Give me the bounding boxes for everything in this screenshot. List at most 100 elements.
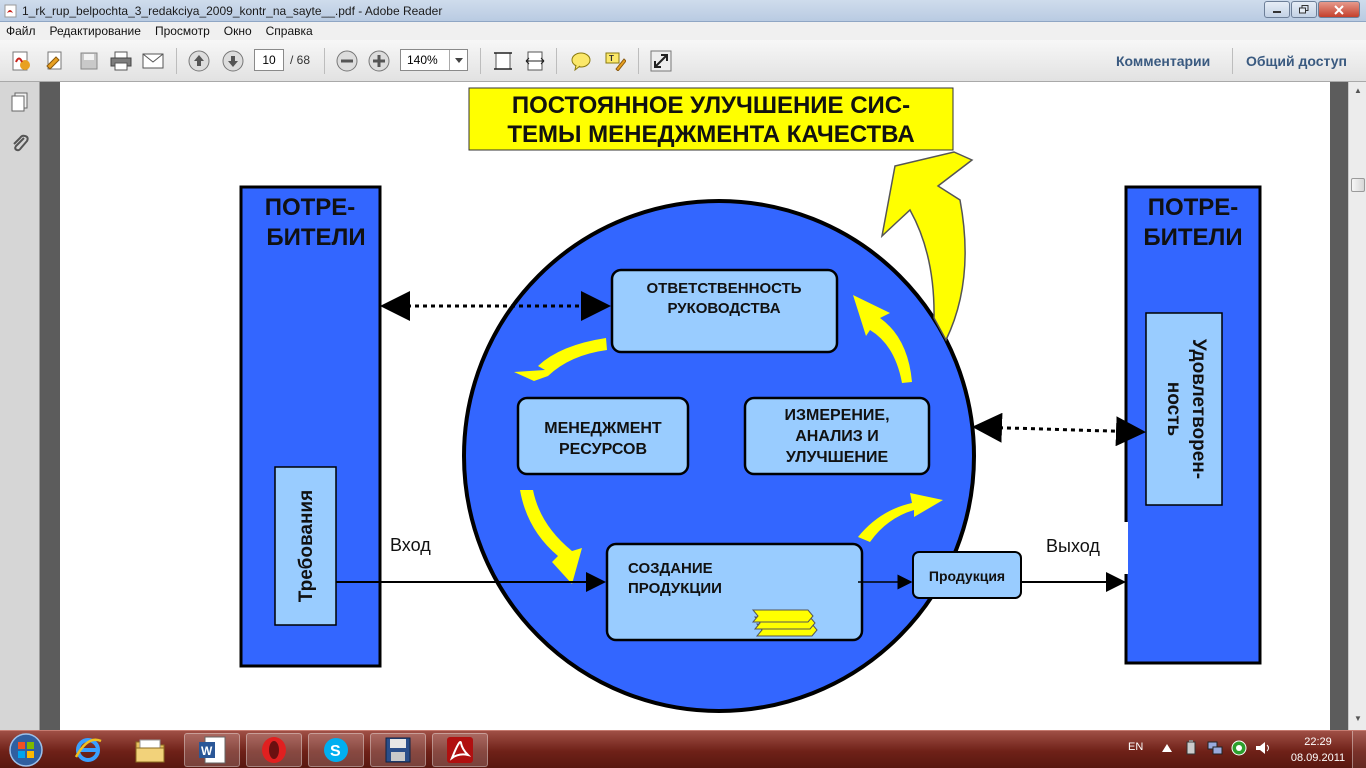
pdf-page: ПОСТОЯННОЕ УЛУЧШЕНИЕ СИС- ТЕМЫ МЕНЕДЖМЕН… — [60, 82, 1330, 730]
improvement-arrow — [880, 151, 974, 342]
satisfaction-line-2: ность — [1163, 382, 1184, 436]
previous-page-button[interactable] — [186, 49, 212, 73]
restore-button[interactable] — [1291, 1, 1317, 18]
resources-line-1: МЕНЕДЖМЕНТ — [544, 420, 662, 437]
taskbar-opera[interactable] — [246, 733, 302, 767]
windows-logo-icon — [9, 733, 43, 767]
pdf-file-icon — [4, 4, 17, 18]
measurement-line-1: ИЗМЕРЕНИЕ, — [784, 407, 889, 424]
product-label: Продукция — [929, 568, 1005, 584]
fit-width-button[interactable] — [522, 49, 548, 73]
create-pdf-button[interactable] — [8, 49, 34, 73]
scroll-down-arrow-icon[interactable]: ▼ — [1354, 714, 1362, 723]
measurement-line-2: АНАЛИЗ И — [795, 428, 879, 445]
product-box[interactable] — [912, 551, 1022, 599]
input-label: Вход — [390, 535, 431, 555]
taskbar-skype[interactable]: S — [308, 733, 364, 767]
volume-speaker-icon[interactable] — [1254, 739, 1272, 757]
show-hidden-icons-icon[interactable] — [1158, 739, 1176, 757]
taskbar-save-app[interactable] — [370, 733, 426, 767]
comments-link[interactable]: Комментарии — [1116, 53, 1211, 69]
create-pdf-icon — [12, 51, 30, 71]
printer-icon — [110, 51, 132, 71]
svg-text:W: W — [201, 744, 213, 758]
left-consumers-line-1: ПОТРЕ- — [265, 194, 356, 221]
menu-view[interactable]: Просмотр — [154, 24, 210, 38]
fit-page-icon — [494, 52, 512, 70]
usb-device-icon[interactable] — [1182, 739, 1200, 757]
fit-page-button[interactable] — [490, 49, 516, 73]
taskbar-word[interactable]: W — [184, 733, 240, 767]
highlight-button[interactable]: T — [602, 49, 628, 73]
menu-file[interactable]: Файл — [6, 24, 36, 38]
zoom-select[interactable]: 140% — [400, 49, 468, 71]
email-button[interactable] — [140, 49, 166, 73]
responsibility-line-1: ОТВЕТСТВЕННОСТЬ — [646, 280, 801, 297]
share-link[interactable]: Общий доступ — [1246, 53, 1347, 69]
fit-width-icon — [525, 51, 545, 71]
print-button[interactable] — [108, 49, 134, 73]
close-icon — [1334, 4, 1344, 15]
taskbar-explorer[interactable] — [122, 733, 178, 767]
envelope-icon — [142, 53, 164, 69]
scroll-thumb[interactable] — [1351, 178, 1365, 192]
vertical-scrollbar[interactable]: ▲ ▼ — [1348, 82, 1366, 730]
stacked-documents-icon — [751, 609, 818, 637]
clock-time: 22:29 — [1304, 736, 1332, 748]
banner-line-2: ТЕМЫ МЕНЕДЖМЕНТА КАЧЕСТВА — [507, 121, 914, 148]
chevron-down-icon[interactable] — [449, 50, 467, 70]
measurement-box[interactable] — [743, 396, 931, 476]
dotted-connector-right — [972, 412, 1146, 447]
next-page-button[interactable] — [220, 49, 246, 73]
pages-icon[interactable] — [8, 90, 32, 114]
full-screen-button[interactable] — [648, 49, 674, 73]
menu-help[interactable]: Справка — [265, 24, 313, 38]
requirements-label: Требования — [296, 490, 317, 602]
restore-icon — [1299, 5, 1309, 14]
sticky-note-button[interactable] — [568, 49, 594, 73]
status-green-icon[interactable] — [1230, 739, 1248, 757]
taskbar-adobe-reader[interactable] — [432, 733, 488, 767]
cycle-arrows — [514, 295, 943, 584]
menu-bar: Файл Редактирование Просмотр Окно Справк… — [0, 22, 1366, 40]
attachments-paperclip-icon[interactable] — [8, 132, 32, 156]
taskbar: W S EN 22:29 08.09.2011 — [0, 730, 1366, 768]
satisfaction-line-1: Удовлетворен- — [1188, 339, 1209, 479]
page-number-input[interactable]: 10 — [254, 49, 284, 71]
adobe-reader-icon — [447, 737, 473, 763]
minimize-button[interactable] — [1264, 1, 1290, 18]
highlighter-pen-icon: T — [605, 52, 626, 71]
system-clock[interactable]: 22:29 08.09.2011 — [1290, 734, 1346, 766]
network-icon[interactable] — [1206, 739, 1224, 757]
zoom-in-button[interactable] — [366, 49, 392, 73]
taskbar-internet-explorer[interactable] — [60, 733, 116, 767]
resources-box[interactable] — [516, 396, 690, 476]
svg-text:T: T — [609, 54, 614, 63]
banner-box — [468, 87, 954, 151]
show-desktop-button[interactable] — [1352, 731, 1366, 768]
menu-edit[interactable]: Редактирование — [49, 24, 141, 38]
start-button[interactable] — [4, 732, 48, 768]
arrow-up-circle-icon — [188, 50, 210, 72]
edit-document-icon — [46, 51, 62, 70]
edit-pdf-button[interactable] — [42, 49, 68, 73]
zoom-out-button[interactable] — [334, 49, 360, 73]
language-indicator[interactable]: EN — [1128, 741, 1144, 753]
opera-browser-icon — [262, 737, 286, 763]
responsibility-box[interactable] — [610, 268, 839, 354]
title-bar: 1_rk_rup_belpochta_3_redakciya_2009_kont… — [0, 0, 1366, 22]
scroll-up-arrow-icon[interactable]: ▲ — [1354, 86, 1362, 95]
close-button[interactable] — [1318, 1, 1360, 18]
system-tray — [1158, 739, 1278, 757]
internet-explorer-icon — [74, 738, 102, 762]
zoom-value: 140% — [407, 53, 438, 67]
creation-line-2: ПРОДУКЦИИ — [628, 580, 722, 597]
resources-line-2: РЕСУРСОВ — [559, 441, 647, 458]
window-title: 1_rk_rup_belpochta_3_redakciya_2009_kont… — [22, 4, 443, 18]
menu-window[interactable]: Окно — [223, 24, 252, 38]
arrow-down-circle-icon — [222, 50, 244, 72]
curved-arrow-2 — [520, 490, 582, 584]
svg-text:S: S — [330, 743, 341, 760]
save-button[interactable] — [76, 49, 102, 73]
save-icon — [80, 52, 98, 70]
